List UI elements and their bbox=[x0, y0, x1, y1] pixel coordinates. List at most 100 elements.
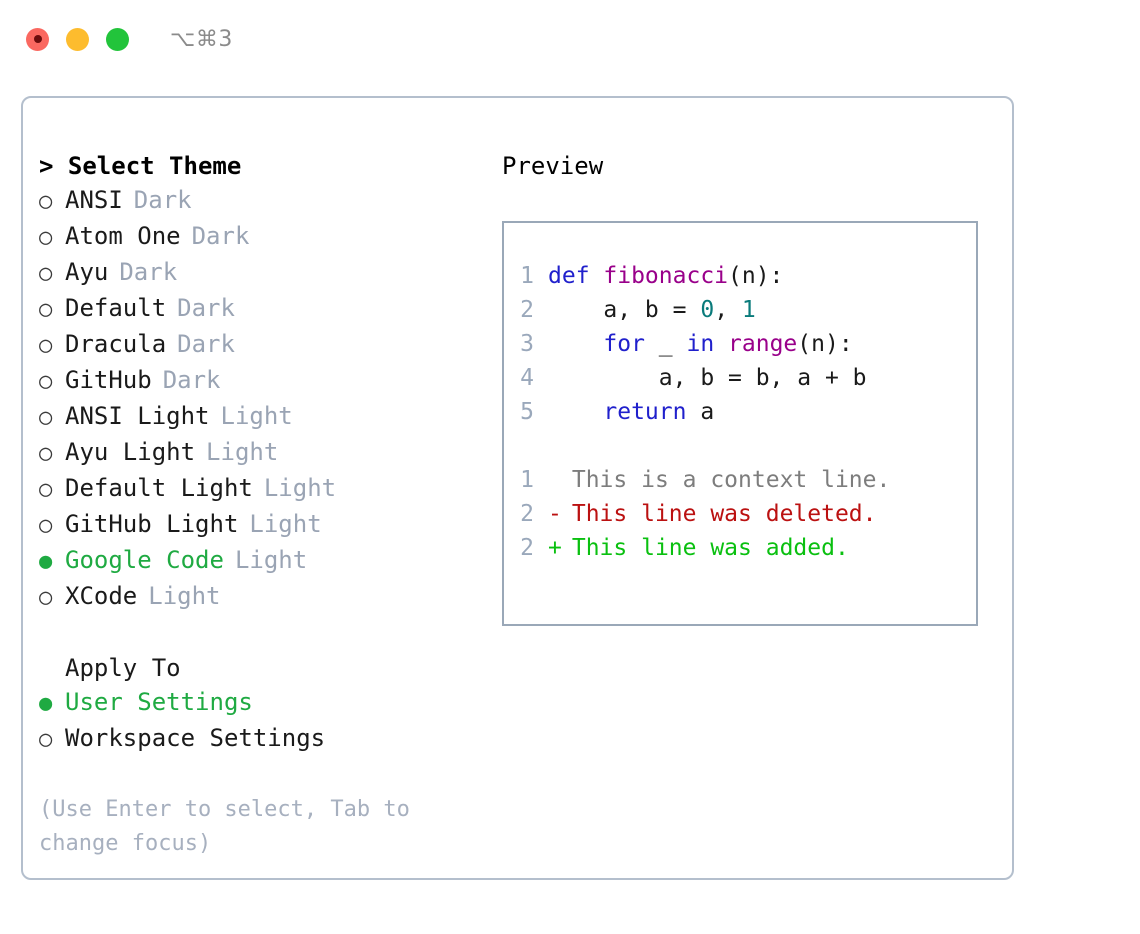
code-line: 1 def fibonacci(n): bbox=[504, 259, 976, 293]
radio-unselected-icon: ○ bbox=[39, 513, 53, 538]
maximize-button[interactable] bbox=[106, 27, 129, 51]
radio-unselected-icon: ○ bbox=[39, 477, 53, 502]
theme-option-label: ANSI bbox=[65, 186, 123, 214]
theme-option-default-light[interactable]: ○ Default Light Light bbox=[39, 471, 499, 507]
theme-option-label: Default Light bbox=[65, 474, 253, 502]
diff-line-text: This line was deleted. bbox=[571, 501, 877, 527]
theme-variant-tag: Light bbox=[206, 438, 279, 466]
line-number: 2 bbox=[520, 501, 534, 527]
code-line: 2 a, b = 0, 1 bbox=[504, 293, 976, 327]
diff-marker: - bbox=[548, 501, 562, 527]
code-line: 5 return a bbox=[504, 395, 976, 429]
line-number: 4 bbox=[520, 365, 534, 391]
theme-option-label: GitHub Light bbox=[65, 510, 239, 538]
theme-variant-tag: Light bbox=[249, 510, 322, 538]
diff-marker bbox=[548, 463, 572, 497]
theme-option-label: Default bbox=[65, 294, 167, 322]
theme-option-label: GitHub bbox=[65, 366, 152, 394]
theme-variant-tag: Dark bbox=[177, 330, 235, 358]
theme-option-google-code[interactable]: ● Google Code Light bbox=[39, 543, 499, 579]
theme-variant-tag: Light bbox=[263, 474, 337, 502]
theme-option-label: Atom One bbox=[65, 222, 181, 250]
code-token-plain: a, b = bbox=[548, 297, 701, 323]
apply-to-option-user-settings[interactable]: ● User Settings bbox=[39, 685, 499, 721]
radio-unselected-icon: ○ bbox=[39, 585, 53, 610]
code-token-fn: range bbox=[728, 331, 798, 357]
radio-unselected-icon: ○ bbox=[39, 727, 53, 752]
theme-variant-tag: Dark bbox=[177, 294, 235, 322]
line-number: 5 bbox=[520, 399, 534, 425]
theme-variant-tag: Dark bbox=[191, 222, 250, 250]
theme-option-github-light[interactable]: ○ GitHub Light Light bbox=[39, 507, 499, 543]
diff-spacer bbox=[504, 429, 976, 463]
list-spacer bbox=[39, 615, 499, 651]
theme-variant-tag: Dark bbox=[119, 258, 178, 286]
radio-unselected-icon: ○ bbox=[39, 333, 53, 358]
code-token-kw: in bbox=[686, 331, 715, 357]
theme-option-label: Google Code bbox=[65, 546, 224, 574]
diff-marker: + bbox=[548, 535, 562, 561]
diff-line-text: This is a context line. bbox=[571, 467, 891, 493]
code-token-num: 0 bbox=[700, 297, 715, 323]
diff-line-text: This line was added. bbox=[571, 535, 849, 561]
apply-to-option-label: User Settings bbox=[65, 688, 253, 716]
code-line-text: def fibonacci(n): bbox=[548, 259, 783, 293]
code-token-kw: return bbox=[603, 399, 687, 425]
keyboard-shortcut-label: ⌥⌘3 bbox=[170, 26, 233, 52]
code-token-kw: def bbox=[548, 263, 604, 289]
minimize-button[interactable] bbox=[66, 27, 89, 51]
code-line-text: a, b = 0, 1 bbox=[548, 293, 755, 327]
close-button[interactable] bbox=[26, 27, 49, 51]
radio-selected-icon: ● bbox=[39, 691, 53, 716]
code-line-text: for _ in range(n): bbox=[548, 327, 852, 361]
line-number: 1 bbox=[520, 263, 534, 289]
select-theme-heading: > Select Theme bbox=[39, 152, 242, 180]
window-controls bbox=[26, 27, 129, 51]
radio-unselected-icon: ○ bbox=[39, 225, 53, 250]
theme-variant-tag: Dark bbox=[162, 366, 221, 394]
apply-to-label: Apply To bbox=[65, 654, 181, 682]
theme-option-github[interactable]: ○ GitHub Dark bbox=[39, 363, 499, 399]
code-token-fn: fibonacci bbox=[603, 263, 729, 289]
theme-option-label: Dracula bbox=[65, 330, 167, 358]
line-number: 3 bbox=[520, 331, 534, 357]
theme-option-label: XCode bbox=[65, 582, 138, 610]
line-number: 2 bbox=[520, 297, 534, 323]
code-token-plain bbox=[548, 331, 603, 357]
preview-title: Preview bbox=[502, 152, 604, 180]
theme-option-dracula[interactable]: ○ Dracula Dark bbox=[39, 327, 499, 363]
theme-option-ayu[interactable]: ○ Ayu Dark bbox=[39, 255, 499, 291]
diff-line-context: 1 This is a context line. bbox=[504, 463, 976, 497]
code-token-plain: , bbox=[714, 297, 742, 323]
radio-unselected-icon: ○ bbox=[39, 369, 53, 394]
radio-selected-icon: ● bbox=[39, 549, 53, 574]
code-token-plain bbox=[714, 331, 728, 357]
code-line: 4 a, b = b, a + b bbox=[504, 361, 976, 395]
code-token-plain: a, b = b, a + b bbox=[548, 365, 867, 391]
apply-to-option-label: Workspace Settings bbox=[65, 724, 326, 752]
theme-option-label: Ayu bbox=[65, 258, 109, 286]
radio-unselected-icon: ○ bbox=[39, 405, 53, 430]
code-token-plain bbox=[548, 399, 603, 425]
radio-unselected-icon: ○ bbox=[39, 441, 53, 466]
apply-to-option-workspace-settings[interactable]: ○ Workspace Settings bbox=[39, 721, 499, 757]
radio-unselected-icon: ○ bbox=[39, 261, 53, 286]
code-line: 3 for _ in range(n): bbox=[504, 327, 976, 361]
theme-variant-tag: Light bbox=[234, 546, 308, 574]
code-token-kw: for bbox=[603, 331, 645, 357]
line-number: 2 bbox=[520, 535, 534, 561]
theme-variant-tag: Light bbox=[220, 402, 293, 430]
code-line-text: a, b = b, a + b bbox=[548, 361, 867, 395]
theme-option-atom-one[interactable]: ○ Atom One Dark bbox=[39, 219, 499, 255]
code-token-plain: _ bbox=[644, 331, 687, 357]
